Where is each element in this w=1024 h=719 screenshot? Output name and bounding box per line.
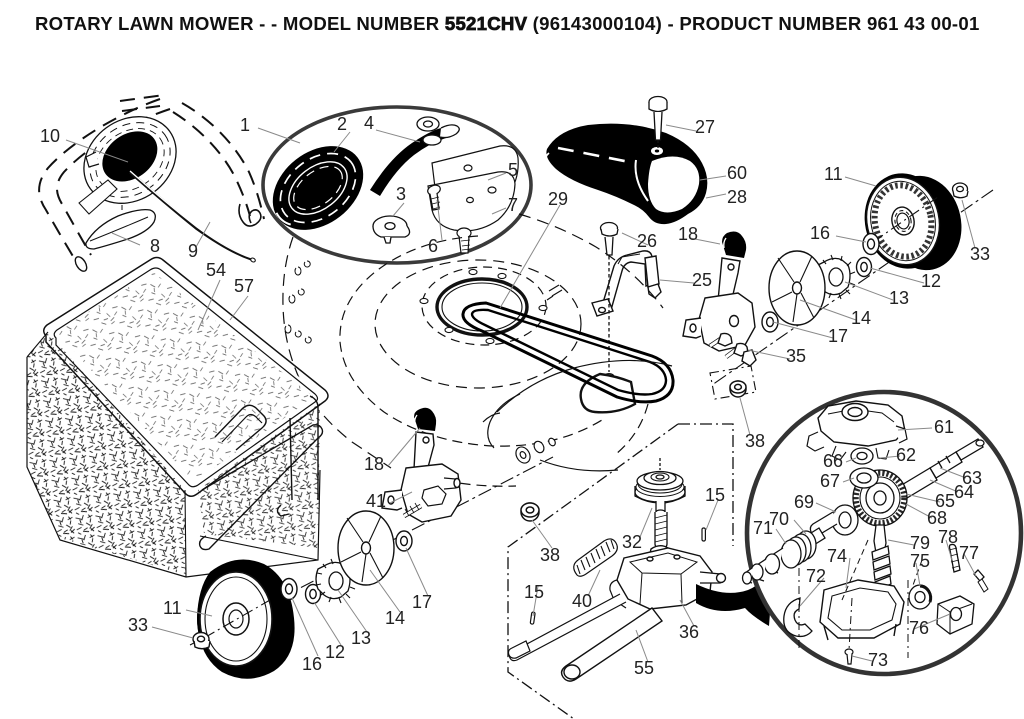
svg-text:70: 70 [769, 509, 789, 529]
svg-text:11: 11 [824, 164, 843, 184]
svg-text:16: 16 [810, 223, 830, 243]
svg-text:17: 17 [828, 326, 848, 346]
svg-text:18: 18 [678, 224, 698, 244]
svg-text:33: 33 [970, 244, 990, 264]
svg-text:62: 62 [896, 445, 916, 465]
svg-text:68: 68 [927, 508, 947, 528]
svg-text:63: 63 [962, 468, 982, 488]
svg-text:17: 17 [412, 592, 432, 612]
svg-text:28: 28 [727, 187, 747, 207]
svg-text:66: 66 [823, 451, 843, 471]
svg-text:7: 7 [508, 195, 518, 215]
svg-text:79: 79 [910, 533, 930, 553]
svg-text:14: 14 [851, 308, 871, 328]
svg-text:76: 76 [909, 618, 929, 638]
svg-text:32: 32 [622, 532, 642, 552]
svg-text:57: 57 [234, 276, 254, 296]
svg-text:72: 72 [806, 566, 826, 586]
svg-text:71: 71 [753, 518, 773, 538]
svg-text:18: 18 [364, 454, 384, 474]
svg-text:75: 75 [910, 551, 930, 571]
svg-text:12: 12 [921, 271, 941, 291]
svg-text:38: 38 [745, 431, 765, 451]
svg-text:35: 35 [786, 346, 806, 366]
svg-text:65: 65 [935, 491, 955, 511]
svg-text:77: 77 [959, 543, 979, 563]
svg-text:33: 33 [128, 615, 148, 635]
svg-text:36: 36 [679, 622, 699, 642]
svg-text:26: 26 [637, 231, 657, 251]
svg-text:10: 10 [40, 126, 60, 146]
svg-text:12: 12 [325, 642, 345, 662]
svg-text:40: 40 [572, 591, 592, 611]
svg-text:6: 6 [428, 236, 438, 256]
svg-text:25: 25 [692, 270, 712, 290]
svg-text:1: 1 [240, 115, 250, 135]
svg-text:27: 27 [695, 117, 715, 137]
svg-text:64: 64 [954, 482, 974, 502]
svg-text:60: 60 [727, 163, 747, 183]
svg-text:3: 3 [396, 184, 406, 204]
svg-text:29: 29 [548, 189, 568, 209]
svg-text:5: 5 [508, 160, 518, 180]
svg-text:8: 8 [150, 236, 160, 256]
svg-text:73: 73 [868, 650, 888, 670]
svg-text:9: 9 [188, 241, 198, 261]
svg-text:4: 4 [364, 113, 374, 133]
svg-text:61: 61 [934, 417, 954, 437]
svg-text:16: 16 [302, 654, 322, 674]
svg-text:13: 13 [889, 288, 909, 308]
svg-text:78: 78 [938, 527, 958, 547]
svg-text:38: 38 [540, 545, 560, 565]
svg-text:2: 2 [337, 114, 347, 134]
svg-text:54: 54 [206, 260, 226, 280]
svg-text:41: 41 [366, 491, 386, 511]
svg-text:55: 55 [634, 658, 654, 678]
svg-text:74: 74 [827, 546, 847, 566]
svg-text:11: 11 [163, 598, 182, 618]
svg-text:15: 15 [524, 582, 544, 602]
svg-text:13: 13 [351, 628, 371, 648]
svg-text:15: 15 [705, 485, 725, 505]
svg-text:14: 14 [385, 608, 405, 628]
svg-text:67: 67 [820, 471, 840, 491]
svg-text:69: 69 [794, 492, 814, 512]
svg-text:ROTARY LAWN MOWER - - MODEL NU: ROTARY LAWN MOWER - - MODEL NUMBER 5521C… [35, 13, 980, 34]
